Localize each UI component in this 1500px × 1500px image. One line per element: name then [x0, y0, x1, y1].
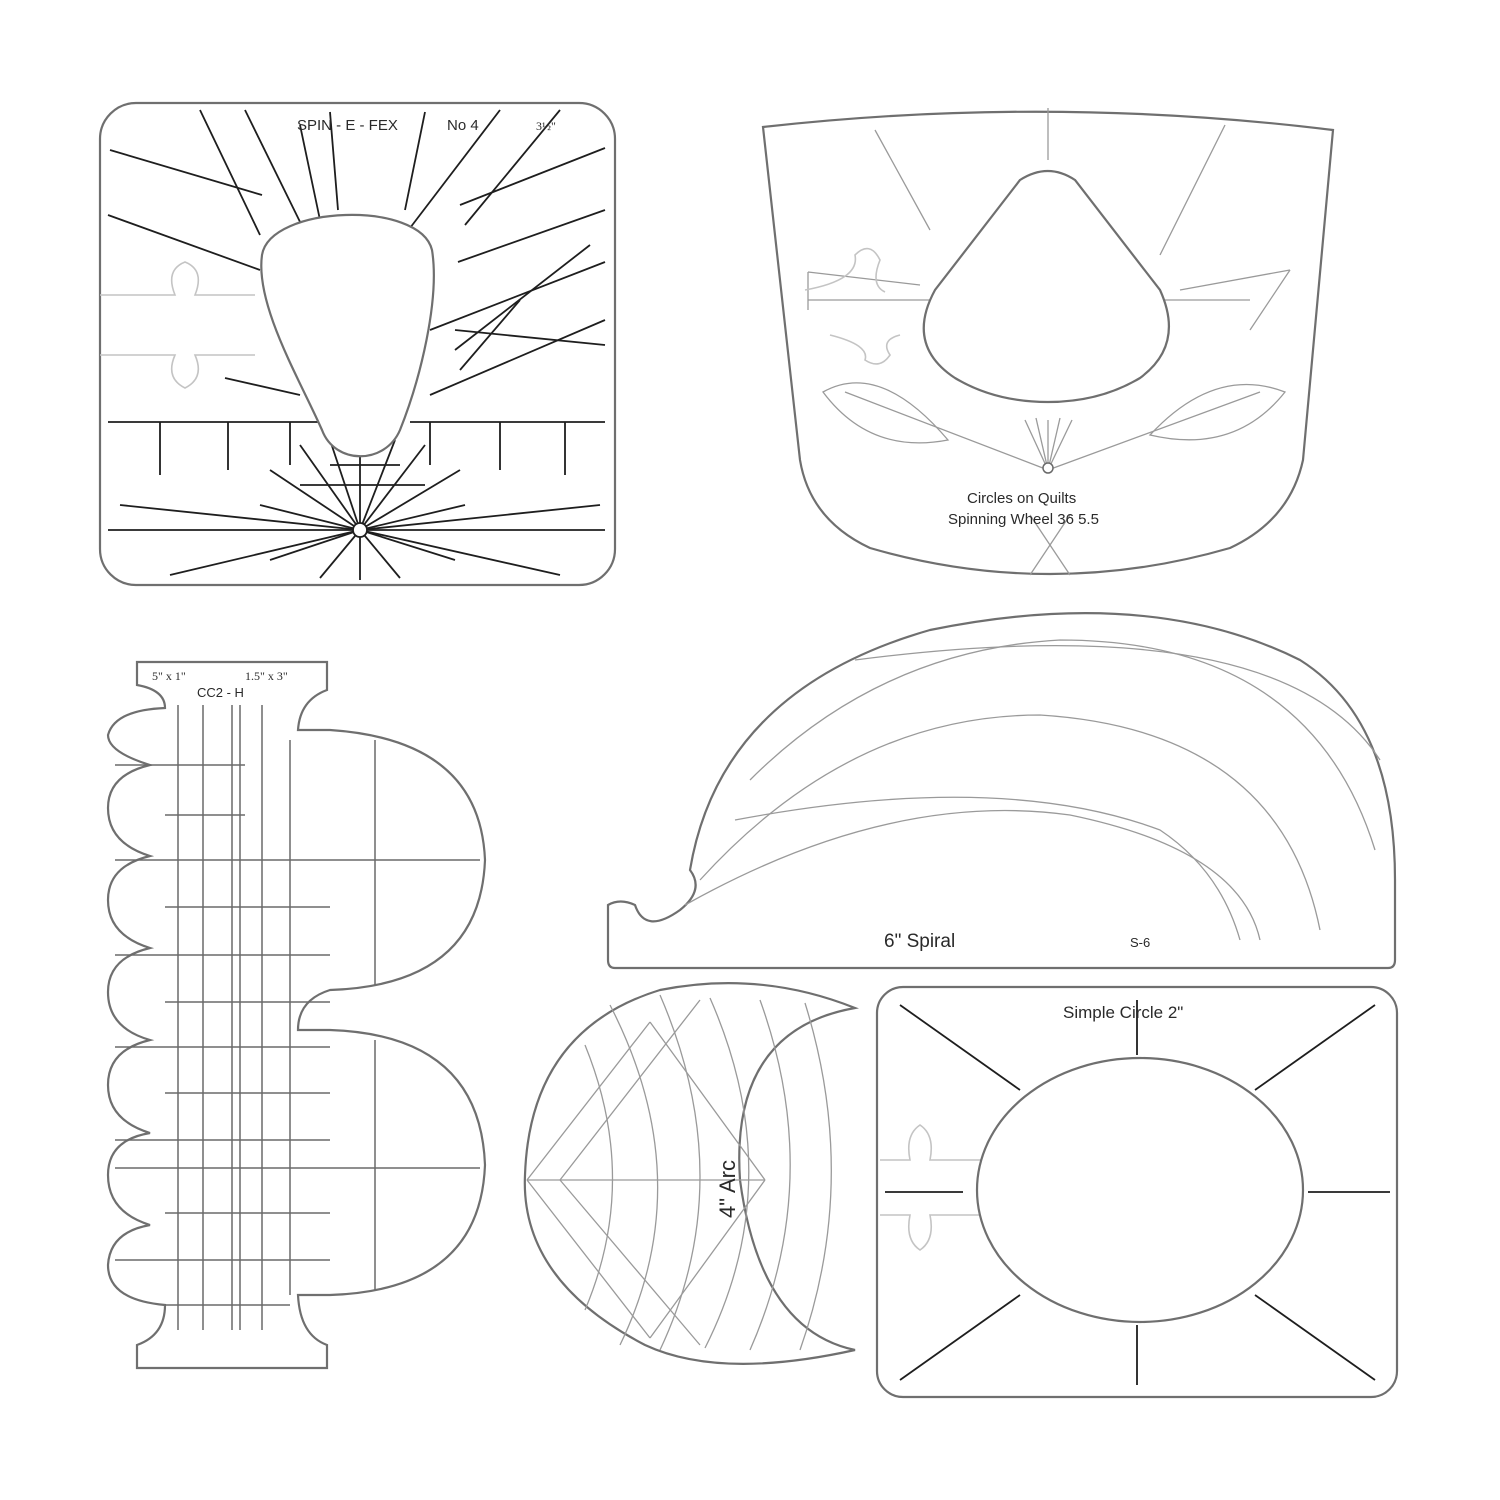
- simple-circle-name: Simple Circle 2": [1063, 1003, 1183, 1022]
- ruler-spinning-wheel: Circles on Quilts Spinning Wheel 36 5.5: [761, 108, 1335, 576]
- spin-e-fex-connector: [100, 261, 255, 389]
- spinning-wheel-line1: Circles on Quilts: [967, 490, 1076, 507]
- cc2-h-dims-left: 5" x 1": [152, 669, 186, 683]
- ruler-spiral-body: [606, 612, 1397, 970]
- ruler-spin-e-fex: SPIN - E - FEX No 4 3½": [98, 101, 617, 587]
- ruler-spiral: 6" Spiral S-6: [606, 612, 1397, 970]
- spin-e-fex-cutout: [260, 213, 435, 458]
- ruler-cc2-h: 5" x 1" 1.5" x 3" CC2 - H: [106, 660, 487, 1370]
- spiral-guide-curves: [684, 639, 1381, 941]
- spin-e-fex-guide-lines: [107, 109, 606, 576]
- simple-circle-cutout: [975, 1056, 1305, 1324]
- spinning-wheel-line2: Spinning Wheel 36 5.5: [948, 511, 1099, 528]
- ruler-arc-body: [523, 982, 859, 1365]
- spinning-wheel-cutout: [922, 169, 1171, 404]
- arc-guide-lines: [526, 994, 832, 1351]
- spinning-wheel-connector: [804, 247, 901, 365]
- spinning-wheel-guide-lines: [807, 108, 1291, 576]
- ruler-cc2-h-body: [106, 660, 487, 1370]
- spin-e-fex-number: No 4: [447, 117, 479, 134]
- simple-circle-guide-lines: [885, 1000, 1390, 1385]
- cc2-h-code: CC2 - H: [197, 685, 244, 700]
- cc2-h-grid: [115, 705, 480, 1330]
- spin-e-fex-size: 3½": [536, 119, 556, 133]
- spiral-name: 6" Spiral: [884, 931, 955, 952]
- ruler-arc: 4" Arc: [523, 982, 859, 1365]
- spin-e-fex-starburst: [259, 439, 466, 580]
- ruler-simple-circle: Simple Circle 2": [875, 985, 1399, 1399]
- spin-e-fex-title: SPIN - E - FEX: [297, 117, 398, 134]
- simple-circle-connector: [880, 1124, 985, 1251]
- cc2-h-dims-right: 1.5" x 3": [245, 669, 288, 683]
- arc-name: 4" Arc: [715, 1160, 740, 1218]
- spiral-code: S-6: [1130, 935, 1150, 950]
